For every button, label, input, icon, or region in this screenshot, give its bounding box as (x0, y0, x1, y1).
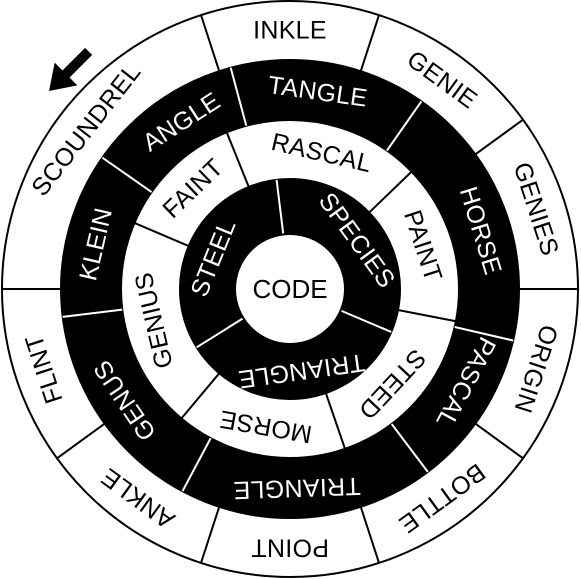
arrow-pointer-icon (49, 47, 93, 91)
ring-outer-divider (200, 506, 221, 564)
ring-inner-divider (196, 317, 244, 349)
ring-outer-divider (474, 422, 524, 460)
center-label: CODE (252, 274, 327, 304)
ring-outer-word[interactable]: INKLE (253, 17, 327, 45)
ring-third-divider (368, 170, 413, 214)
ring-second-divider (181, 437, 212, 492)
ring-second-divider (229, 67, 248, 127)
ring-third-divider (324, 392, 346, 450)
ring-outer-divider (359, 14, 380, 72)
ring-inner-divider (340, 309, 392, 333)
ring-outer-divider (359, 506, 380, 564)
ring-third-divider (134, 222, 190, 247)
ring-second-divider (454, 326, 514, 342)
ring-second-divider (390, 423, 429, 473)
ring-second-divider (386, 100, 423, 152)
ring-outer-word[interactable]: POINT (251, 534, 329, 562)
ring-third-divider (397, 309, 457, 323)
ring-inner-divider (275, 179, 285, 235)
ring-third-divider (225, 131, 250, 188)
ring-outer-divider (474, 118, 524, 156)
ring-third-divider (180, 372, 221, 420)
ring-outer-divider (200, 14, 221, 72)
ring-second-word[interactable]: TRIANGLE (233, 472, 361, 504)
center-disk (234, 233, 346, 345)
ring-second-divider (62, 308, 123, 318)
ring-outer-divider (56, 422, 106, 460)
dividers-layer (2, 14, 578, 564)
ring-second-divider (101, 156, 153, 193)
